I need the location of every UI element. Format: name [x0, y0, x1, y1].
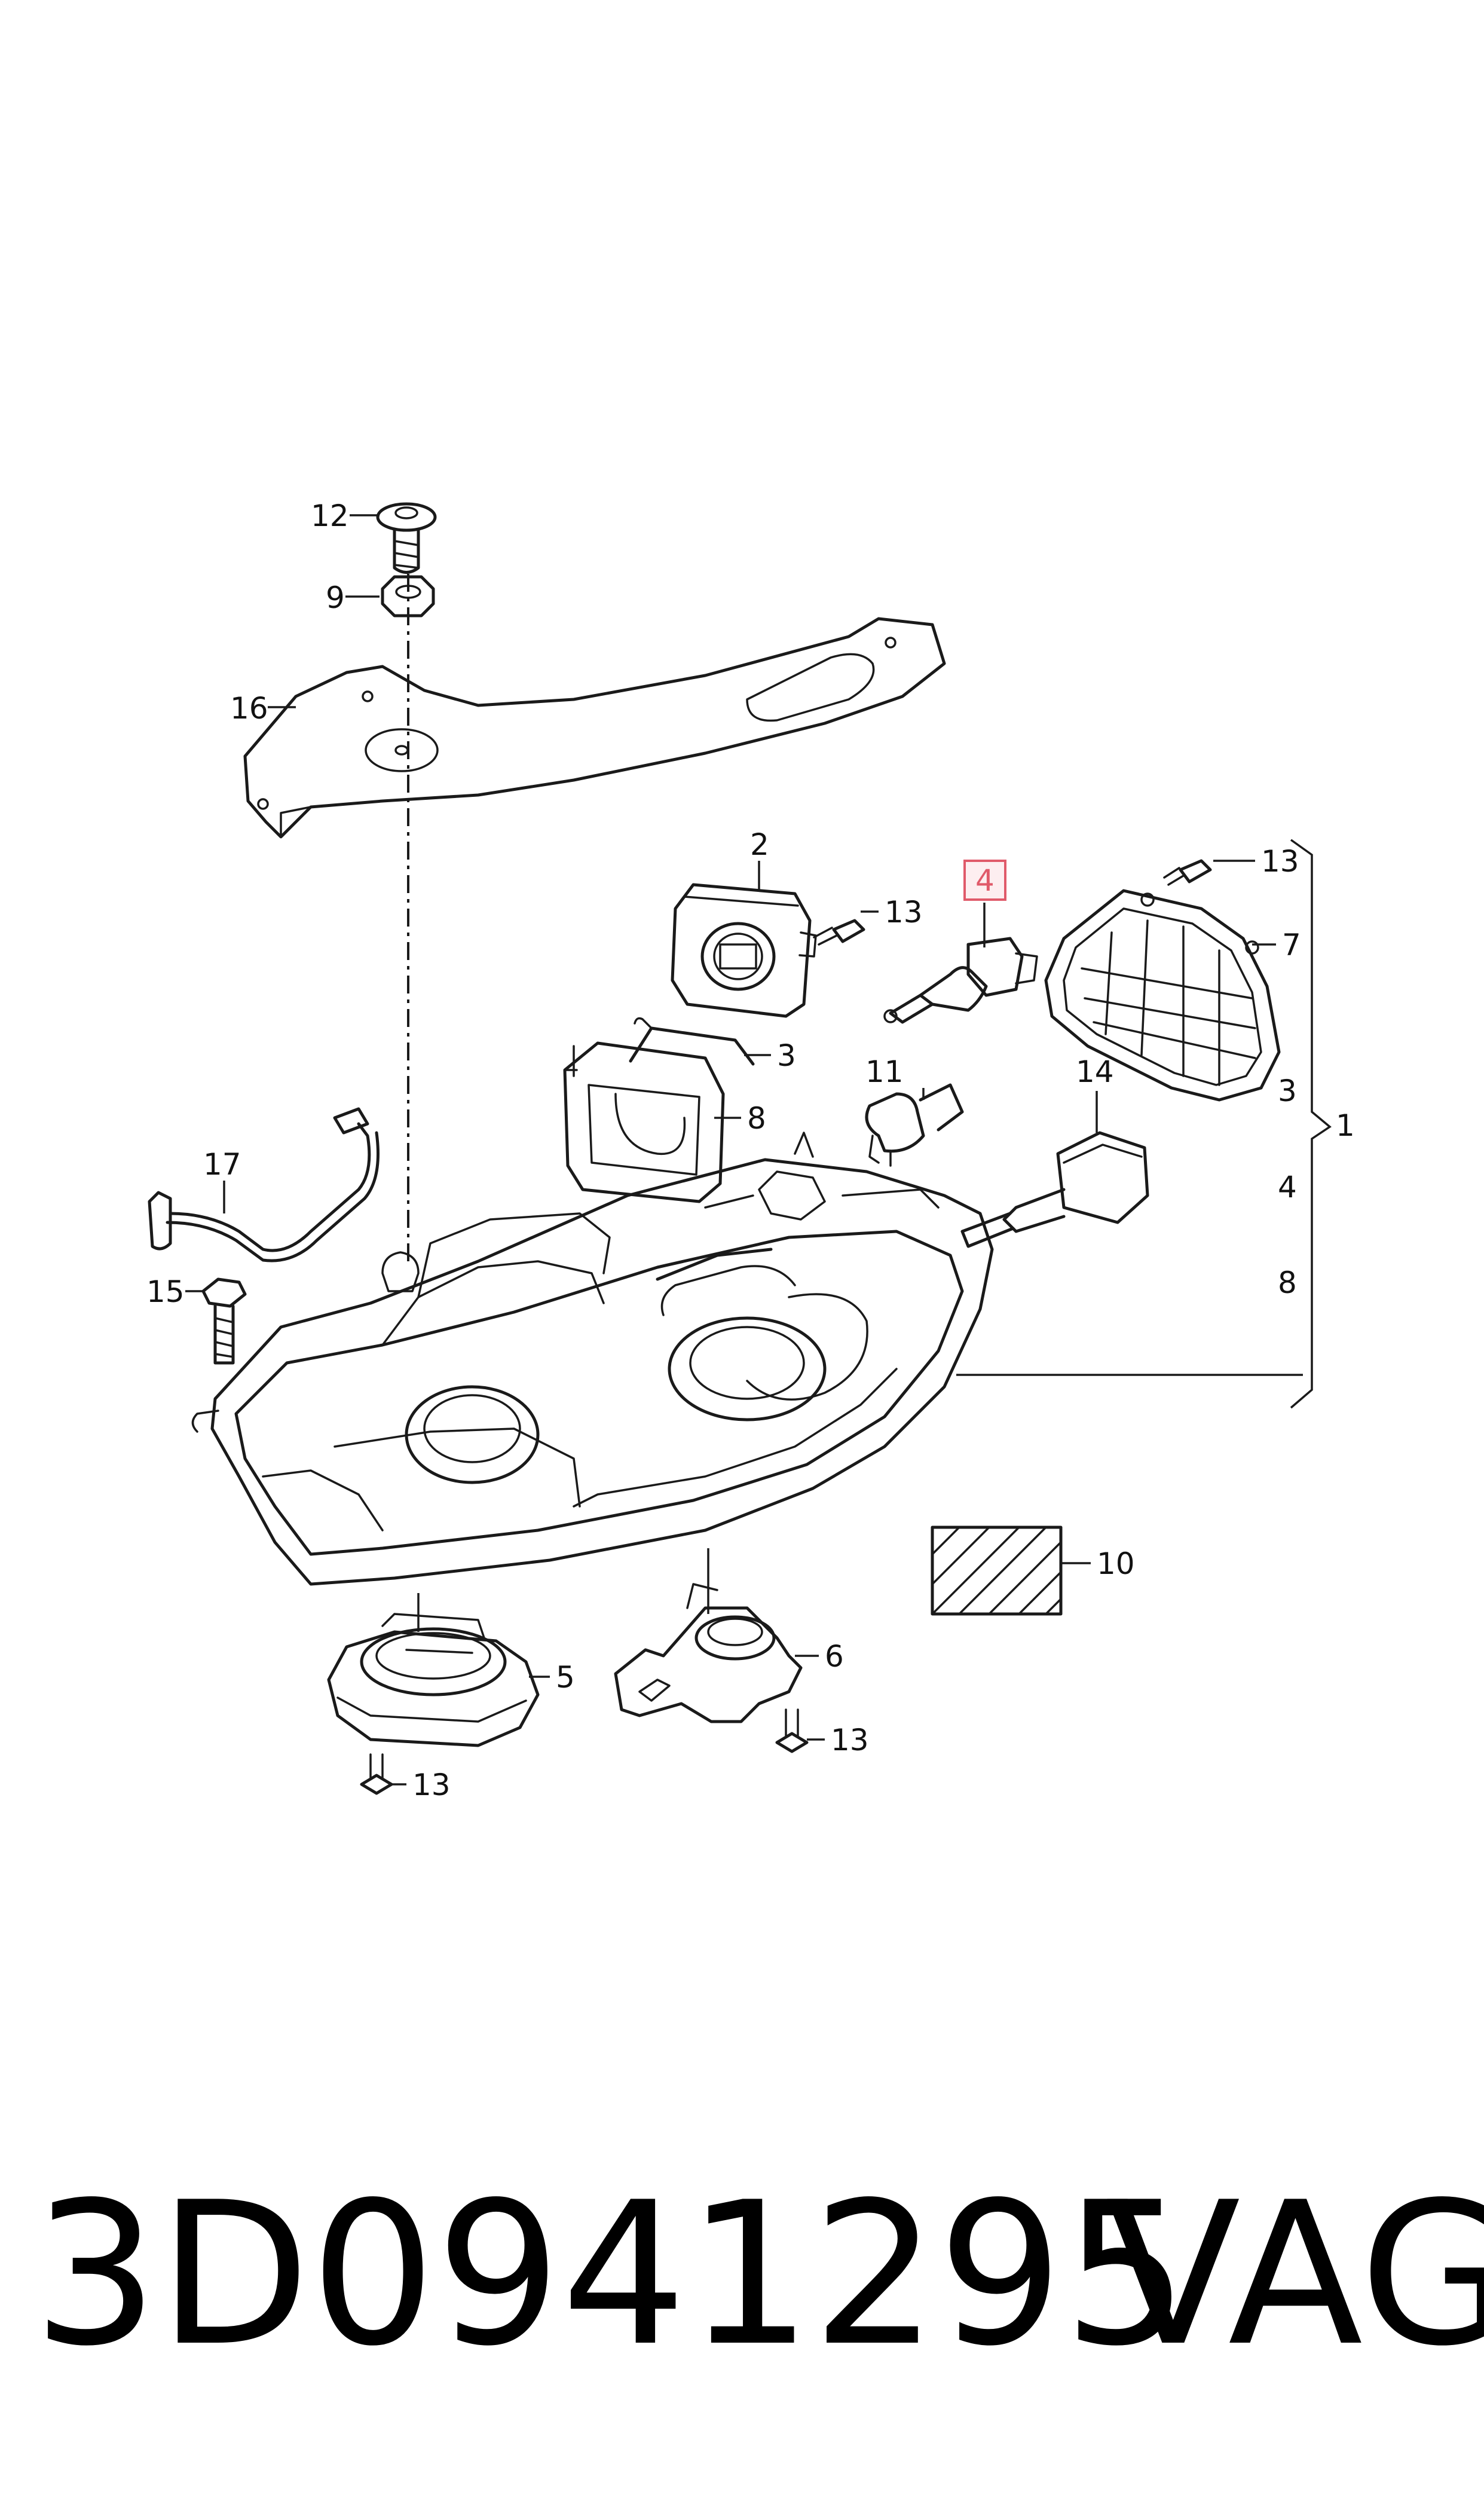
callout-2: 2 — [750, 827, 769, 862]
headlight-exploded-diagram: 12 9 16 2 13 4 13 7 3 8 11 14 3 1 17 4 1… — [146, 499, 1355, 1802]
callout-5: 5 — [556, 1660, 575, 1695]
part-10-label — [931, 1526, 1063, 1616]
callout-8: 8 — [1278, 1265, 1297, 1300]
part-13-screw-d — [775, 1708, 809, 1753]
callout-4-highlight — [963, 860, 1006, 901]
callout-13: 13 — [1261, 844, 1299, 879]
callout-13: 13 — [412, 1768, 451, 1802]
part-14-xenon-bulb — [960, 1131, 1149, 1248]
part-13-screw-b — [1163, 859, 1212, 886]
part-17-harness — [148, 1107, 380, 1262]
callout-4-highlighted: 4 — [975, 863, 995, 898]
part-15-bolt — [201, 1277, 247, 1365]
callout-10: 10 — [1097, 1546, 1135, 1581]
assembly-bracket — [1290, 839, 1332, 1409]
leader-lines — [185, 514, 1303, 1786]
footer: 3D0941295 VAG — [0, 2152, 1484, 2451]
brand-name: VAG — [1106, 2160, 1484, 2389]
callout-16: 16 — [230, 691, 268, 726]
part-3-clip — [629, 1017, 755, 1066]
callout-6: 6 — [825, 1639, 844, 1674]
part-4-bulb — [883, 937, 1038, 1024]
part-13-screw-a — [813, 919, 865, 946]
part-7-cover — [1044, 889, 1281, 1102]
callout-13: 13 — [831, 1723, 869, 1757]
callout-3: 3 — [1278, 1074, 1297, 1108]
callout-17: 17 — [203, 1147, 241, 1182]
part-13-screw-c — [360, 1753, 393, 1795]
callout-15: 15 — [146, 1274, 185, 1309]
part-12-screw — [376, 502, 437, 574]
part-number: 3D0941295 — [33, 2160, 1189, 2389]
part-11-bulb — [865, 1083, 964, 1167]
part-8-frame — [563, 1041, 725, 1203]
callout-3: 3 — [777, 1038, 796, 1073]
callout-13: 13 — [885, 895, 923, 930]
part-16-bracket — [243, 617, 946, 839]
part-6-bracket — [614, 1583, 803, 1723]
callout-1: 1 — [1336, 1108, 1355, 1143]
callout-7: 7 — [1282, 928, 1301, 962]
part-5-ignitor — [327, 1613, 540, 1747]
part-2-control-unit — [671, 883, 817, 1018]
callout-14: 14 — [1076, 1054, 1114, 1089]
callout-8: 8 — [747, 1101, 766, 1136]
callout-12: 12 — [311, 499, 349, 533]
callout-11: 11 — [865, 1054, 904, 1089]
callout-9: 9 — [326, 580, 345, 615]
part-1-headlight-housing — [191, 1132, 994, 1586]
callout-4: 4 — [1278, 1170, 1297, 1205]
